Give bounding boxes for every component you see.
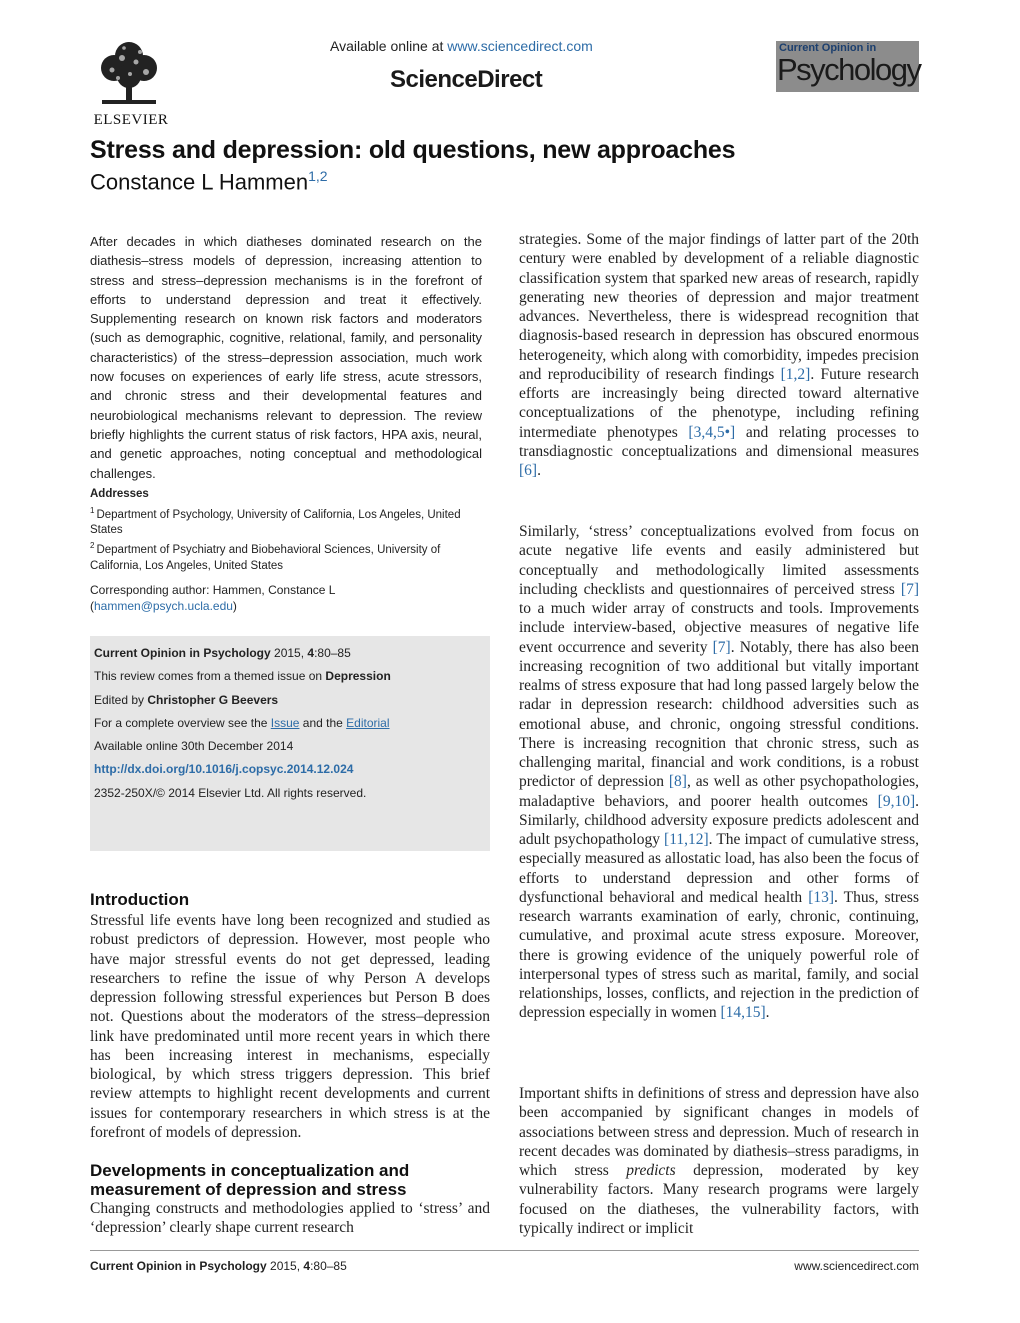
addresses-heading: Addresses <box>90 488 149 500</box>
address-text: Department of Psychiatry and Biobehavior… <box>90 544 441 572</box>
overview-and: and the <box>299 715 347 730</box>
citation-link[interactable]: [1,2] <box>780 365 811 383</box>
developments-paragraph: Changing constructs and methodologies ap… <box>90 1200 490 1237</box>
text-run: . <box>537 462 541 479</box>
citation-link[interactable]: [14,15] <box>720 1004 766 1022</box>
citation-link[interactable]: [7] <box>712 638 731 656</box>
editor-name: Christopher G Beevers <box>147 692 279 707</box>
citation-link[interactable]: [9,10] <box>877 792 916 810</box>
footer-citation: Current Opinion in Psychology 2015, 4:80… <box>90 1259 347 1273</box>
sciencedirect-title: ScienceDirect <box>390 66 543 93</box>
themed-prefix: This review comes from a themed issue on <box>94 669 326 684</box>
themed-issue-line: This review comes from a themed issue on… <box>94 665 486 688</box>
journal-logo: Current Opinion in Psychology <box>776 41 922 92</box>
emphasis: predicts <box>626 1162 676 1179</box>
journal-logo-bottom: Psychology <box>777 52 922 87</box>
citation-link[interactable]: [11,12] <box>664 831 709 848</box>
text-run: to a much wider array of constructs and … <box>519 600 919 656</box>
article-title: Stress and depression: old questions, ne… <box>90 136 736 164</box>
footer-journal: Current Opinion in Psychology <box>90 1259 267 1273</box>
text-run: . Similarly, childhood adversity exposur… <box>519 792 919 849</box>
text-run: . Future research efforts are increasing… <box>519 365 920 441</box>
copyright: 2352-250X/© 2014 Elsevier Ltd. All right… <box>94 785 367 800</box>
text-run: . The impact of cumulative stress, espec… <box>519 831 919 906</box>
right-paragraph-2: Similarly, ‘stress’ conceptualizations e… <box>519 522 919 1023</box>
footer-pages: :80–85 <box>310 1259 347 1273</box>
doi-link[interactable]: http://dx.doi.org/10.1016/j.copsyc.2014.… <box>94 762 354 777</box>
citation-volume: 4 <box>307 646 315 660</box>
right-paragraph-1: strategies. Some of the major findings o… <box>519 230 919 480</box>
text-run: Important shifts in definitions of stres… <box>519 1085 919 1179</box>
intro-heading: Introduction <box>90 890 190 909</box>
citation-year: 2015, <box>270 646 308 660</box>
text-run: , as well as other psychopathologies, ma… <box>519 773 919 810</box>
text-run: Similarly, ‘stress’ conceptualizations e… <box>519 523 919 598</box>
author-line: Constance L Hammen1,2 <box>90 168 328 195</box>
text-run: . Notably, there has also been increasin… <box>519 638 920 791</box>
text-run: and relating processes to transdiagnosti… <box>519 423 919 460</box>
corresponding-label: Corresponding author: Hammen, Constance … <box>90 583 336 597</box>
editorial-link[interactable]: Editorial <box>346 715 390 730</box>
citation-link[interactable]: [6] <box>519 462 538 479</box>
edited-prefix: Edited by <box>94 692 148 707</box>
text-run: depression, moderated by key vulnerabili… <box>519 1162 920 1237</box>
text-run: . Thus, stress research warrants examina… <box>519 888 919 1022</box>
available-prefix: Available online at <box>330 38 444 54</box>
footer-site: www.sciencedirect.com <box>794 1259 919 1273</box>
article-info-box: Current Opinion in Psychology 2015, 4:80… <box>90 636 490 851</box>
citation-link[interactable]: [3,4,5•] <box>688 423 736 441</box>
elsevier-tree-icon <box>94 38 164 108</box>
citation-line: Current Opinion in Psychology 2015, 4:80… <box>94 642 486 665</box>
footer-volume: 4 <box>303 1259 311 1273</box>
sciencedirect-url-link[interactable]: www.sciencedirect.com <box>447 38 593 54</box>
text-run: strategies. Some of the major findings o… <box>519 231 919 383</box>
address-number: 1 <box>90 505 95 515</box>
elsevier-logo: ELSEVIER <box>88 38 174 130</box>
journal-logo-top: Current Opinion in <box>779 42 877 54</box>
author-affiliation-link[interactable]: 1,2 <box>308 168 328 184</box>
corresponding-author: Corresponding author: Hammen, Constance … <box>90 582 482 614</box>
edited-by-line: Edited by Christopher G Beevers <box>94 689 486 712</box>
abstract: After decades in which diatheses dominat… <box>90 234 482 481</box>
developments-heading: Developments in conceptualization and me… <box>90 1161 410 1199</box>
address-number: 2 <box>90 541 95 551</box>
available-date: Available online 30th December 2014 <box>94 739 294 754</box>
author-name: Constance L Hammen <box>90 169 309 195</box>
overview-line: For a complete overview see the Issue an… <box>94 712 486 735</box>
citation-link[interactable]: [13] <box>808 888 835 906</box>
address-text: Department of Psychology, University of … <box>90 508 461 536</box>
footer-divider <box>90 1250 919 1251</box>
citation-link[interactable]: [7] <box>900 580 919 598</box>
available-online: Available online at www.sciencedirect.co… <box>330 38 593 54</box>
citation-pages: :80–85 <box>314 646 351 660</box>
footer-year: 2015, <box>266 1259 304 1273</box>
issue-link[interactable]: Issue <box>270 715 300 730</box>
page-header: ELSEVIER Available online at www.science… <box>0 0 1020 130</box>
intro-paragraph: Stressful life events have long been rec… <box>90 912 490 1141</box>
citation-link[interactable]: [8] <box>668 773 687 791</box>
themed-issue: Depression <box>325 669 391 684</box>
elsevier-wordmark: ELSEVIER <box>93 112 169 128</box>
journal-name: Current Opinion in Psychology <box>94 646 271 660</box>
overview-prefix: For a complete overview see the <box>94 715 271 730</box>
right-paragraph-3: Important shifts in definitions of stres… <box>519 1084 919 1238</box>
author-email-link[interactable]: hammen@psych.ucla.edu <box>94 599 233 613</box>
text-run: . <box>765 1004 770 1022</box>
